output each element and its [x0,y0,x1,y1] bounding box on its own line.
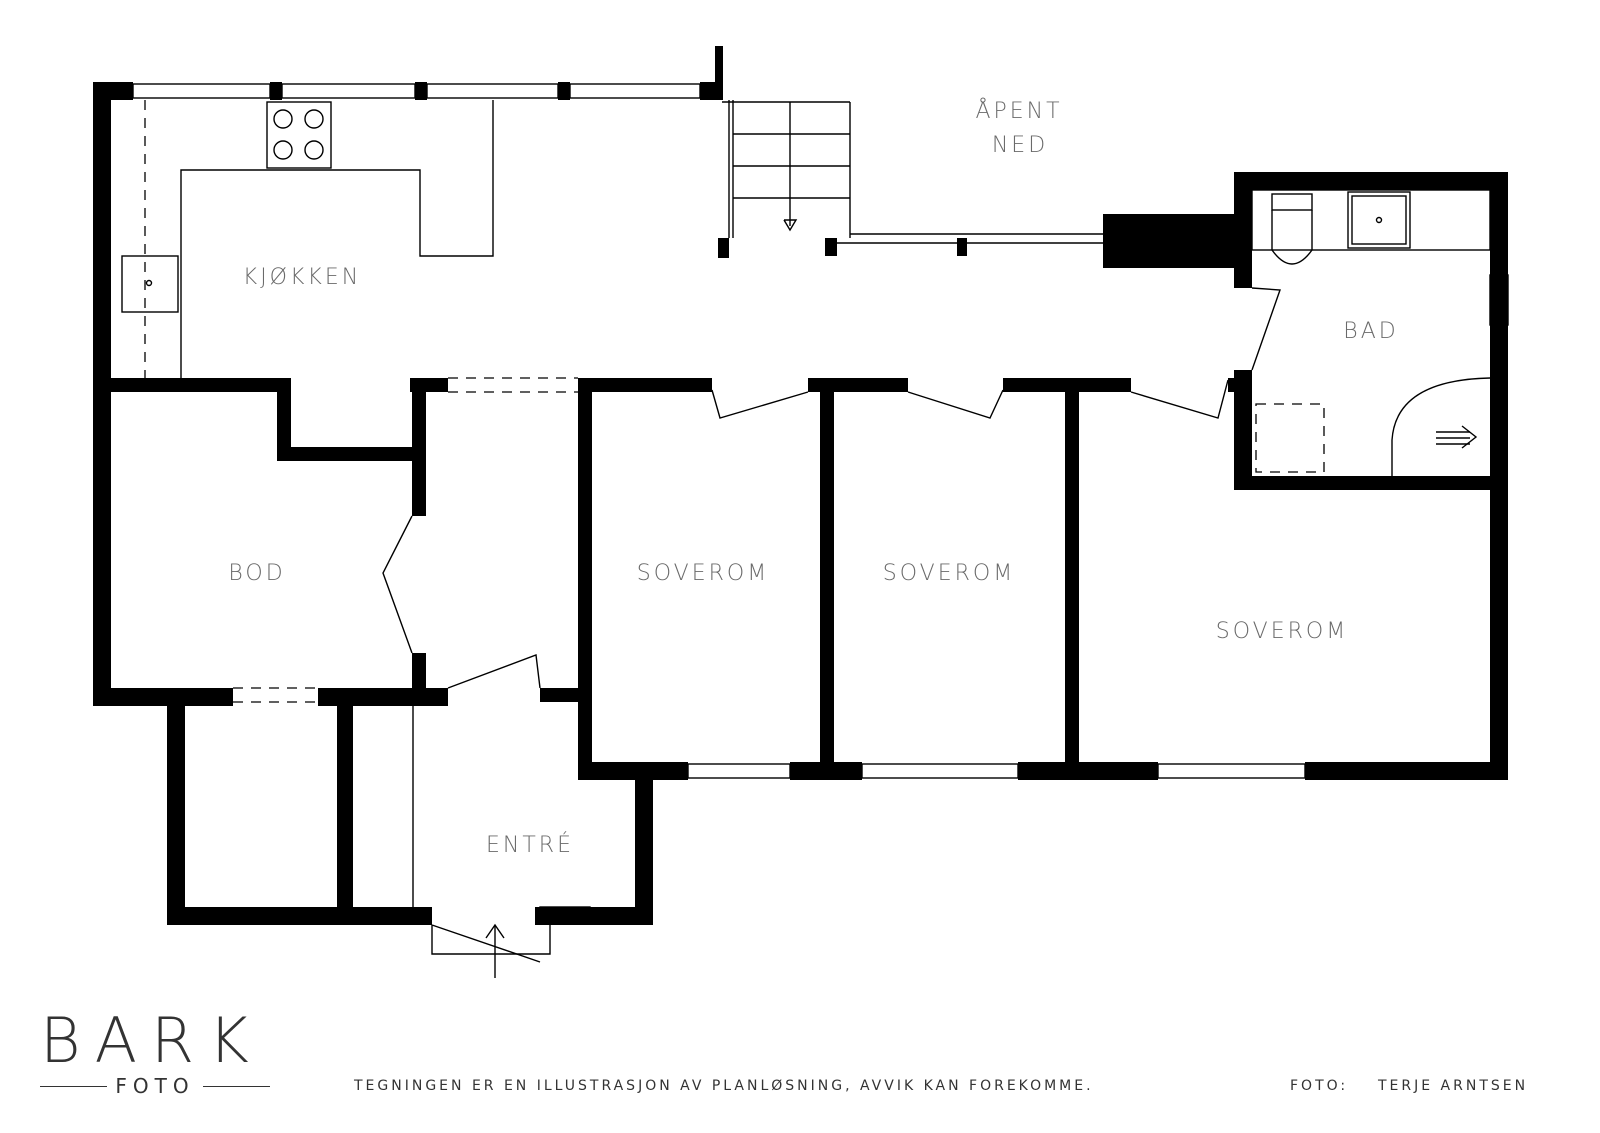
brand-sub-row: FOTO [40,1074,270,1098]
bottom-windows [539,763,1306,922]
top-windows [132,83,701,99]
brand-name: BARK [40,1004,263,1077]
kitchen-label: KJØKKEN [243,265,361,290]
room-labels: KJØKKEN ÅPENT NED BAD BOD SOVEROM SOVERO… [228,98,1398,858]
bedroom-1-label: SOVEROM [637,561,769,586]
bath-label: BAD [1343,319,1398,344]
openings [233,377,578,703]
photo-label: FOTO: [1290,1078,1349,1094]
photographer-name: TERJE ARNTSEN [1378,1078,1529,1094]
staircase [722,100,1103,244]
kitchen-counter [121,100,494,378]
brand-sub: FOTO [115,1074,195,1098]
brand-rule-left [40,1085,108,1087]
open-below-label-line1: ÅPENT [975,98,1062,124]
entrance-label: ENTRÉ [486,832,574,858]
brand-logo: BARK FOTO [40,1010,270,1098]
disclaimer-text: TEGNINGEN ER EN ILLUSTRASJON AV PLANLØSN… [354,1078,1094,1094]
entrance-details [412,702,551,978]
brand-rule-right [202,1085,270,1087]
bedroom-3-label: SOVEROM [1216,619,1348,644]
stove-icon [266,101,332,169]
bathroom-fixtures [1251,189,1509,476]
bedroom-2-label: SOVEROM [883,561,1015,586]
storage-label: BOD [228,561,285,586]
open-below-label-line2: NED [992,133,1048,158]
doors [382,287,1281,689]
interior-walls [93,238,1508,780]
